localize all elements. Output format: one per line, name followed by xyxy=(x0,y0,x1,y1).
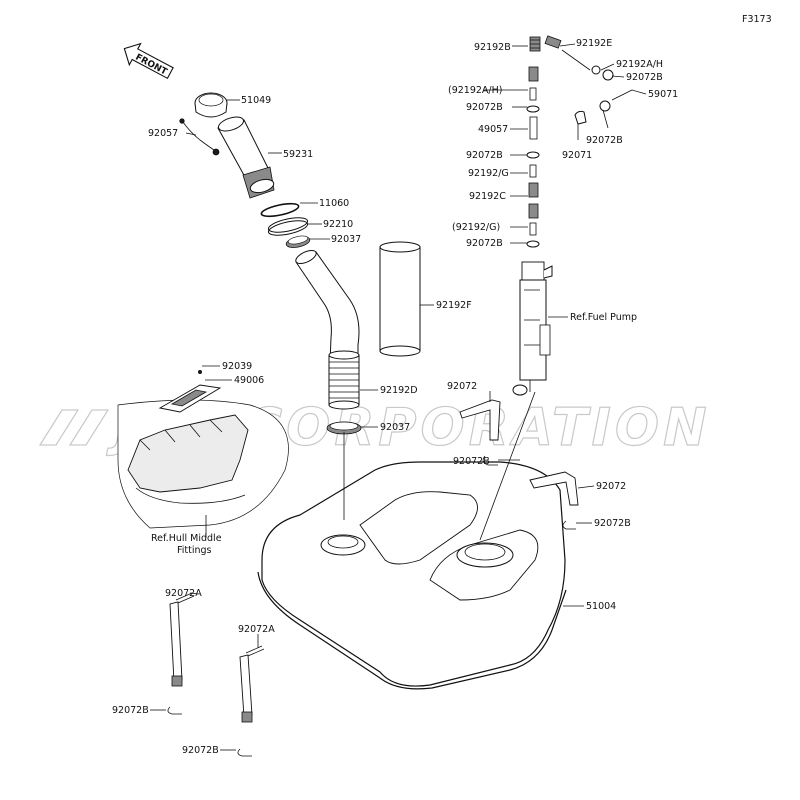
label-92037-upper: 92037 xyxy=(331,234,361,245)
label-92192G: 92192/G xyxy=(468,168,509,179)
filler-hose xyxy=(295,250,360,410)
label-11060: 11060 xyxy=(319,198,349,209)
label-59231: 59231 xyxy=(283,149,313,160)
label-51049: 51049 xyxy=(241,95,271,106)
label-92072B-left-1: 92072B xyxy=(112,705,149,716)
label-92072-right: 92072 xyxy=(596,481,626,492)
clamp-upper xyxy=(285,235,311,248)
label-92037-lower: 92037 xyxy=(380,422,410,433)
label-92072B-right: 92072B xyxy=(594,518,631,529)
label-92072A-1: 92072A xyxy=(165,588,202,599)
label-92072B-l1: 92072B xyxy=(466,102,503,113)
label-92192AH-left: (92192A/H) xyxy=(448,85,502,96)
strap-upper xyxy=(459,399,501,441)
gasket-ring xyxy=(260,202,300,218)
label-59071: 59071 xyxy=(648,89,678,100)
fuel-pump xyxy=(512,261,553,396)
strap-left-1 xyxy=(169,592,195,687)
front-arrow-icon: FRONT xyxy=(123,42,174,80)
filler-neck xyxy=(217,116,275,199)
fuel-tank xyxy=(257,461,567,690)
label-92192E: 92192E xyxy=(576,38,612,49)
label-92072B-l2: 92072B xyxy=(466,150,503,161)
tether-cord xyxy=(179,118,220,156)
label-92057: 92057 xyxy=(148,128,178,139)
label-92072B-center: 92072B xyxy=(453,456,490,467)
clamp-lower xyxy=(326,421,362,435)
label-92072A-2: 92072A xyxy=(238,624,275,635)
label-49006: 49006 xyxy=(234,375,264,386)
label-92210: 92210 xyxy=(323,219,353,230)
protector-tube xyxy=(379,241,421,357)
label-92072B-left-2: 92072B xyxy=(182,745,219,756)
strap-right xyxy=(529,471,579,506)
leader-lines xyxy=(150,43,647,751)
filler-cap xyxy=(194,92,228,118)
nut-ring xyxy=(267,217,309,236)
label-92072-upper: 92072 xyxy=(447,381,477,392)
label-92192AH-right: 92192A/H xyxy=(616,59,663,70)
label-92039: 92039 xyxy=(222,361,252,372)
label-49057: 49057 xyxy=(478,124,508,135)
label-92192B-1: 92192B xyxy=(474,42,511,53)
fuel-line-components xyxy=(526,35,633,248)
label-92072B-l3: 92072B xyxy=(466,238,503,249)
label-ref-fuel-pump: Ref.Fuel Pump xyxy=(570,312,637,323)
label-51004: 51004 xyxy=(586,601,616,612)
hull-fittings-inset xyxy=(117,369,289,529)
label-92072B-r1: 92072B xyxy=(626,72,663,83)
clip-icons xyxy=(167,455,576,757)
label-ref-hull-line1: Ref.Hull Middle xyxy=(151,533,222,544)
label-92071: 92071 xyxy=(562,150,592,161)
strap-left-2 xyxy=(239,645,265,723)
label-ref-hull-line2: Fittings xyxy=(177,545,212,556)
label-92072B-r2: 92072B xyxy=(586,135,623,146)
label-92192F: 92192F xyxy=(436,300,472,311)
label-92192D: 92192D xyxy=(380,385,418,396)
figure-code: F3173 xyxy=(742,14,772,25)
label-92192G-2: (92192/G) xyxy=(452,222,500,233)
label-92192C: 92192C xyxy=(469,191,506,202)
